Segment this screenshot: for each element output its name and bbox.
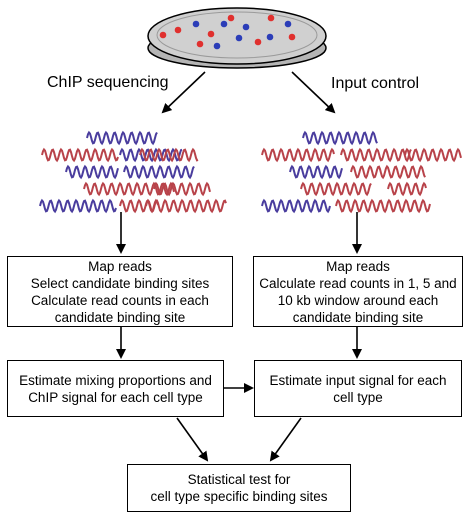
red-cell-dot [288,33,296,41]
map-input-line-1: Map reads [326,258,390,274]
input-read [261,147,335,163]
chip-read [39,198,117,214]
red-cell-dot [267,14,275,22]
input-read [289,164,343,180]
map-chip-line-3: Calculate read counts in each [31,292,209,308]
map-chip-line-2: Select candidate binding sites [30,275,210,291]
chip-reads [39,130,227,214]
map-input-line-4: candidate binding site [292,309,424,325]
estimate-chip-line-1: Estimate mixing proportions and [19,372,212,388]
flow-arrows [116,71,362,462]
red-cell-dot [254,38,262,46]
red-cell-dot [174,26,182,34]
estimate-input-box: Estimate input signal for each cell type [254,360,462,417]
map-input-line-3: 10 kb window around each [277,292,439,308]
chip-read [65,164,119,180]
blue-cell-dot [235,34,243,42]
arrow-estimate-left-to-test [176,417,209,462]
map-reads-input-box: Map reads Calculate read counts in 1, 5 … [253,256,463,327]
petri-dish [147,7,327,69]
chip-read [145,198,227,214]
red-cell-dot [227,14,235,22]
estimate-input-line-2: cell type [333,389,383,405]
chip-read [139,147,199,163]
cell-dots [159,14,296,50]
blue-cell-dot [284,20,292,28]
arrow-dish-to-chip [161,71,206,114]
blue-cell-dot [266,33,274,41]
chip-read [119,147,183,163]
input-control-label: Input control [331,75,420,92]
map-chip-line-1: Map reads [88,258,152,274]
chip-read [123,164,195,180]
input-read [404,147,462,163]
chip-read [153,181,211,197]
map-chip-line-4: candidate binding site [54,309,186,325]
input-read [350,164,426,180]
input-read [300,181,372,197]
input-reads [261,130,462,214]
arrow-estimate-right-to-test [269,417,302,462]
arrow-dish-to-input [291,71,336,114]
input-read [261,198,331,214]
estimate-input-line-1: Estimate input signal for each [269,372,447,388]
input-read [302,130,378,146]
test-line-1: Statistical test for [187,472,291,487]
chip-read [41,147,119,163]
blue-cell-dot [213,42,221,50]
blue-cell-dot [220,20,228,28]
red-cell-dot [159,31,167,39]
estimate-chip-box: Estimate mixing proportions and ChIP sig… [7,360,224,417]
red-cell-dot [196,40,204,48]
statistical-test-box: Statistical test for cell type specific … [127,464,351,512]
map-reads-chip-box: Map reads Select candidate binding sites… [7,256,233,327]
input-read [335,198,431,214]
blue-cell-dot [242,23,250,31]
input-read [387,181,427,197]
chip-sequencing-label: ChIP sequencing [47,74,169,91]
input-read [340,147,412,163]
blue-cell-dot [192,20,200,28]
estimate-chip-line-2: ChIP signal for each cell type [28,389,203,405]
map-input-line-2: Calculate read counts in 1, 5 and [259,275,457,291]
chip-read [86,130,158,146]
red-cell-dot [207,30,215,38]
test-line-2: cell type specific binding sites [150,489,328,504]
